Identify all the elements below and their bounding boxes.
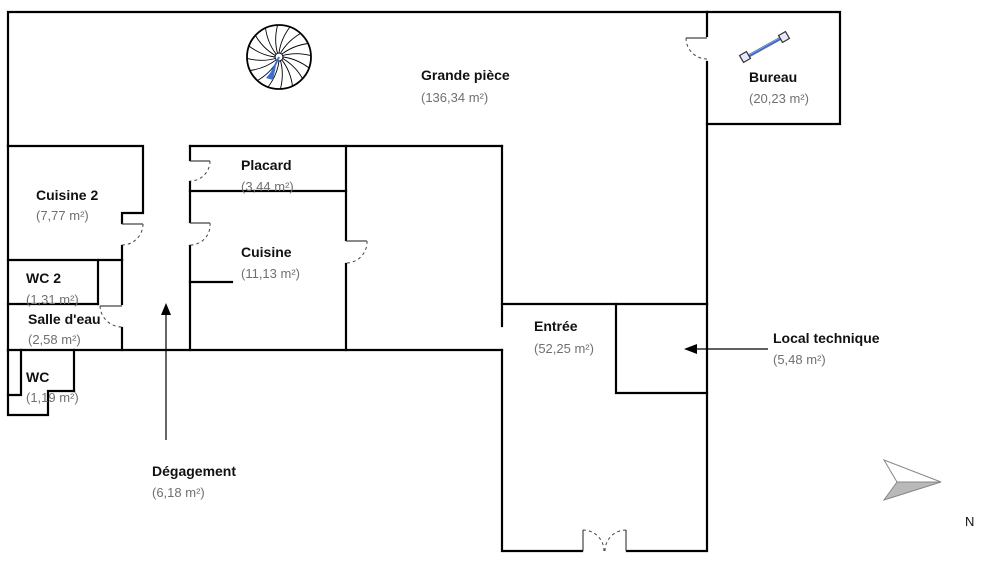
stair-step	[282, 56, 310, 69]
room-name: Salle d'eau	[28, 311, 101, 327]
room-name: Placard	[241, 157, 292, 173]
door-cuisine-2	[121, 223, 144, 246]
room-name: Local technique	[773, 330, 880, 346]
room-name: Grande pièce	[421, 67, 510, 83]
door-placard	[189, 160, 211, 182]
room-label-wc-2: WC 2 (1,31 m²)	[26, 270, 79, 307]
room-area: (52,25 m²)	[534, 341, 594, 356]
stair-step	[246, 57, 276, 61]
room-label-cuisine: Cuisine (11,13 m²)	[241, 244, 300, 281]
stair-step	[278, 26, 291, 54]
room-name: WC 2	[26, 270, 61, 286]
room-area: (20,23 m²)	[749, 91, 809, 106]
bureau-rod-icon	[738, 30, 791, 64]
room-label-wc: WC (1,19 m²)	[26, 369, 79, 405]
stair-step	[255, 35, 276, 56]
stair-step	[275, 24, 279, 54]
arrow-degagement	[161, 303, 171, 440]
doors	[99, 37, 708, 552]
stair-step	[282, 53, 312, 57]
room-label-local-technique: Local technique (5,48 m²)	[773, 330, 880, 367]
compass-icon	[882, 459, 942, 501]
door-cuisine-east	[345, 240, 368, 264]
stair-step	[281, 59, 293, 87]
spiral-staircase-icon	[246, 24, 312, 90]
arrow-local-technique	[684, 344, 768, 354]
compass-north-label: N	[965, 514, 974, 529]
door-salle-deau	[99, 305, 123, 328]
room-name: Cuisine	[241, 244, 292, 260]
room-label-placard: Placard (3,44 m²)	[241, 157, 294, 194]
room-area: (3,44 m²)	[241, 179, 294, 194]
room-area: (11,13 m²)	[241, 266, 300, 281]
stair-step	[282, 58, 303, 79]
door-entree	[582, 529, 627, 552]
stair-step	[248, 45, 276, 58]
room-label-entree: Entrée (52,25 m²)	[534, 318, 594, 356]
stair-step	[279, 60, 283, 90]
room-label-bureau: Bureau (20,23 m²)	[749, 69, 809, 106]
room-area: (5,48 m²)	[773, 352, 826, 367]
room-area: (1,31 m²)	[26, 292, 79, 307]
walls	[6, 10, 842, 553]
room-name: WC	[26, 369, 49, 385]
stair-step	[267, 60, 280, 88]
stair-step	[249, 59, 277, 71]
room-label-salle-deau: Salle d'eau (2,58 m²)	[28, 311, 101, 347]
room-label-degagement: Dégagement (6,18 m²)	[152, 463, 236, 500]
stair-step	[281, 43, 309, 55]
door-cuisine	[189, 222, 211, 246]
room-area: (7,77 m²)	[36, 208, 89, 223]
room-area: (2,58 m²)	[28, 332, 81, 347]
room-area: (1,19 m²)	[26, 390, 79, 405]
room-area: (136,34 m²)	[421, 90, 488, 105]
room-name: Cuisine 2	[36, 187, 98, 203]
room-name: Bureau	[749, 69, 797, 85]
room-name: Entrée	[534, 318, 578, 334]
stair-step	[280, 33, 301, 54]
room-name: Dégagement	[152, 463, 236, 479]
stair-step	[265, 27, 277, 55]
room-area: (6,18 m²)	[152, 485, 205, 500]
room-label-cuisine-2: Cuisine 2 (7,77 m²)	[36, 187, 98, 223]
room-label-grande-piece: Grande pièce (136,34 m²)	[421, 67, 510, 105]
door-bureau	[685, 37, 708, 60]
